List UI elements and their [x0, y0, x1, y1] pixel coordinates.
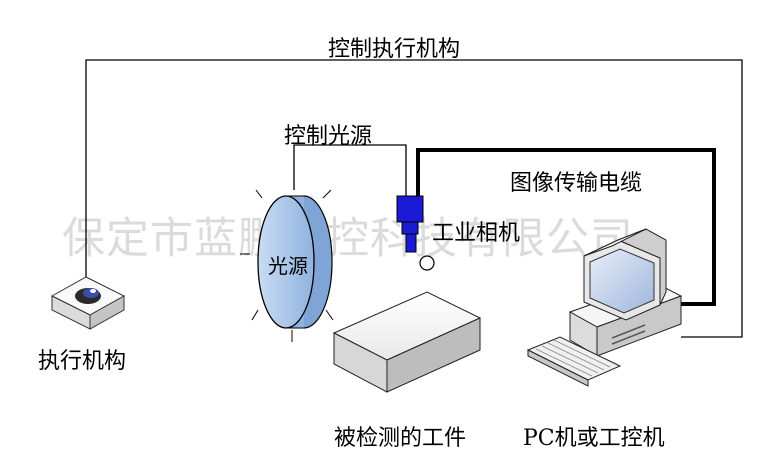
industrial-camera-device	[396, 195, 435, 271]
workpiece-label: 被检测的工件	[334, 426, 467, 451]
actuator-label: 执行机构	[38, 349, 127, 374]
image-cable-label: 图像传输电缆	[510, 171, 643, 196]
light-source-device	[240, 189, 334, 342]
workpiece-device	[332, 291, 482, 393]
actuator-device	[50, 276, 126, 330]
industrial-camera-label: 工业相机	[432, 221, 521, 246]
watermark-text: 保定市蓝鹏测控科技有限公司	[62, 214, 634, 264]
control-light-label: 控制光源	[284, 124, 373, 149]
light-control-wire	[293, 144, 407, 196]
pc-label: PC机或工控机	[523, 426, 665, 451]
light-source-label: 光源	[268, 254, 308, 278]
control-actuator-label: 控制执行机构	[328, 37, 461, 62]
image-cable-wire	[416, 148, 716, 306]
actuator-control-wire	[85, 59, 743, 338]
pc-device	[526, 228, 683, 387]
